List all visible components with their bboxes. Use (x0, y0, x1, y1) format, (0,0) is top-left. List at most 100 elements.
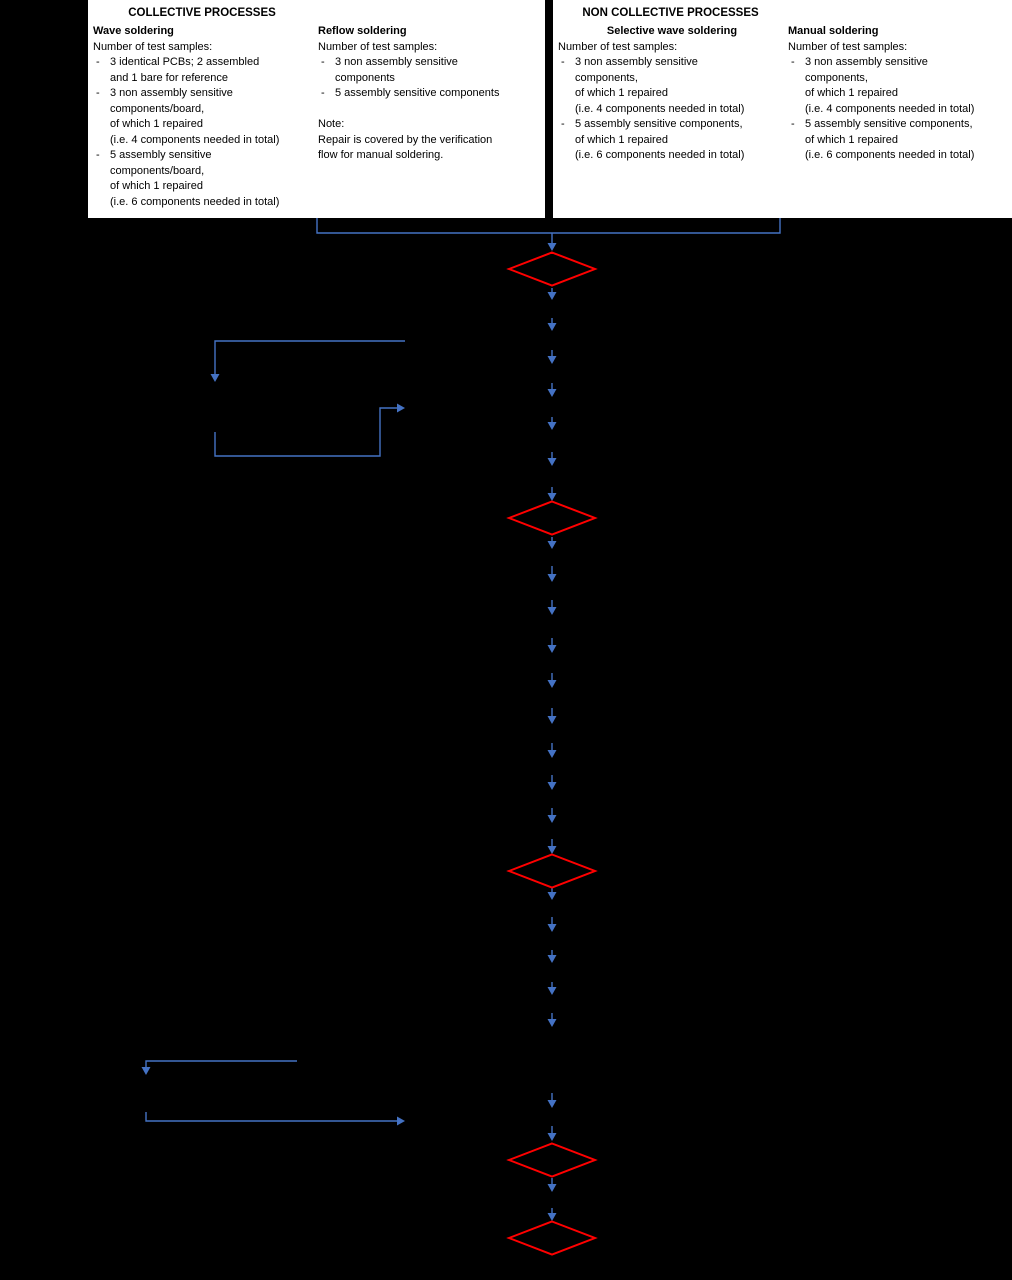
loop-arrowhead (210, 374, 220, 382)
decision-diamond (506, 853, 598, 889)
note-line: Note: (318, 118, 345, 130)
sample-item-line: components/board, (110, 102, 205, 115)
sample-item-line: of which 1 repaired (805, 87, 898, 99)
sample-item-line: 5 assembly sensitive components, (805, 118, 973, 130)
flow-arrowhead (547, 750, 557, 758)
flow-arrowhead (547, 846, 557, 854)
sample-item-line: 5 assembly sensitive components, (575, 118, 743, 130)
flow-arrowhead (547, 1213, 557, 1221)
decision-diamond (506, 1142, 598, 1178)
bullet-dash: - (561, 56, 565, 68)
flow-arrowhead (547, 645, 557, 653)
bullet-dash: - (791, 118, 795, 130)
sample-item-line: components, (575, 71, 638, 84)
sample-item-line: of which 1 repaired (575, 87, 668, 99)
flow-arrowhead (547, 541, 557, 549)
loop-arrowhead (397, 1116, 405, 1126)
note-line: flow for manual soldering. (318, 149, 444, 161)
sample-item-line: (i.e. 4 components needed in total) (110, 133, 280, 146)
box-title-non-collective: NON COLLECTIVE PROCESSES (582, 7, 759, 19)
sample-item-line: (i.e. 4 components needed in total) (575, 102, 745, 115)
flow-arrowhead (547, 574, 557, 582)
flow-arrowhead (547, 243, 557, 251)
flow-arrowhead (547, 458, 557, 466)
flow-arrowhead (547, 782, 557, 790)
sample-item: -5 assembly sensitive components,of whic… (558, 117, 786, 164)
flow-arrowhead (547, 389, 557, 397)
sample-item: -5 assembly sensitive components, of whic… (788, 117, 1008, 164)
sample-item: -5 assembly sensitive components/board, of… (93, 148, 315, 210)
flow-arrowhead (547, 924, 557, 932)
loop-arrowhead (397, 403, 405, 413)
sample-item: -3 non assembly sensitive components, of w… (558, 55, 786, 117)
sample-item-line: 5 assembly sensitive (110, 149, 212, 161)
column-heading: Wave soldering (93, 25, 174, 37)
sample-item: -3 non assembly sensitive components (318, 55, 542, 86)
sample-item: -3 non assembly sensitive components/boar… (93, 86, 315, 148)
flow-arrowhead (547, 356, 557, 364)
box-title-collective: COLLECTIVE PROCESSES (128, 7, 276, 19)
flow-arrowhead (547, 422, 557, 430)
loop-elbow-line (214, 340, 405, 375)
sample-item-line: 5 assembly sensitive components (335, 87, 500, 99)
sample-item-line: of which 1 repaired (110, 180, 203, 192)
loop-elbow-line (145, 1112, 398, 1122)
decision-diamond (506, 500, 598, 536)
sample-item-line: 3 non assembly sensitive (335, 56, 458, 68)
loop-elbow-line (214, 407, 398, 457)
sample-item: -5 assembly sensitive components (318, 86, 542, 102)
flow-arrowhead (547, 1184, 557, 1192)
flow-arrowhead (547, 955, 557, 963)
sample-item-line: (i.e. 4 components needed in total) (805, 102, 975, 115)
bullet-dash: - (321, 56, 325, 68)
sample-item-line: (i.e. 6 components needed in total) (110, 195, 280, 208)
sample-item-line: and 1 bare for reference (110, 71, 229, 84)
note-line: Repair is covered by the verification (318, 133, 493, 146)
samples-intro: Number of test samples: (558, 40, 678, 53)
samples-intro: Number of test samples: (788, 40, 908, 53)
flow-arrowhead (547, 1133, 557, 1141)
flow-arrowhead (547, 1019, 557, 1027)
flow-arrowhead (547, 680, 557, 688)
samples-intro: Number of test samples: (318, 40, 438, 53)
sample-item-line: 3 non assembly sensitive (575, 56, 698, 68)
samples-intro: Number of test samples: (93, 40, 213, 53)
decision-diamond (506, 1220, 598, 1256)
bullet-dash: - (96, 87, 100, 99)
sample-item-line: of which 1 repaired (575, 133, 668, 146)
sample-item: -3 non assembly sensitive components, of w… (788, 55, 1008, 117)
sample-item-line: 3 non assembly sensitive (110, 87, 233, 99)
column-heading: Manual soldering (788, 25, 879, 37)
column-heading: Reflow soldering (318, 25, 407, 37)
sample-item-line: of which 1 repaired (110, 118, 203, 130)
sample-item-line: (i.e. 6 components needed in total) (575, 149, 745, 161)
sample-item-line: components (335, 71, 395, 84)
bullet-dash: - (96, 149, 100, 161)
sample-item-line: of which 1 repaired (805, 133, 898, 146)
bullet-dash: - (321, 87, 325, 99)
sample-item-line: (i.e. 6 components needed in total) (805, 149, 975, 161)
flow-arrowhead (547, 292, 557, 300)
sample-item-line: components, (805, 71, 868, 84)
flow-arrowhead (547, 892, 557, 900)
sample-item-line: components/board, (110, 164, 205, 177)
decision-diamond (506, 251, 598, 287)
sample-item-line: 3 identical PCBs; 2 assembled (110, 56, 260, 68)
flow-arrowhead (547, 716, 557, 724)
loop-arrowhead (141, 1067, 151, 1075)
flow-arrowhead (547, 815, 557, 823)
bullet-dash: - (791, 56, 795, 68)
flow-arrowhead (547, 493, 557, 501)
non-collective-processes-box: NON COLLECTIVE PROCESSES Selective wave … (553, 0, 1012, 218)
top-connector (316, 218, 781, 234)
note-block: Note: Repair is covered by the verificati… (318, 117, 542, 164)
sample-item-line: 3 non assembly sensitive (805, 56, 928, 68)
